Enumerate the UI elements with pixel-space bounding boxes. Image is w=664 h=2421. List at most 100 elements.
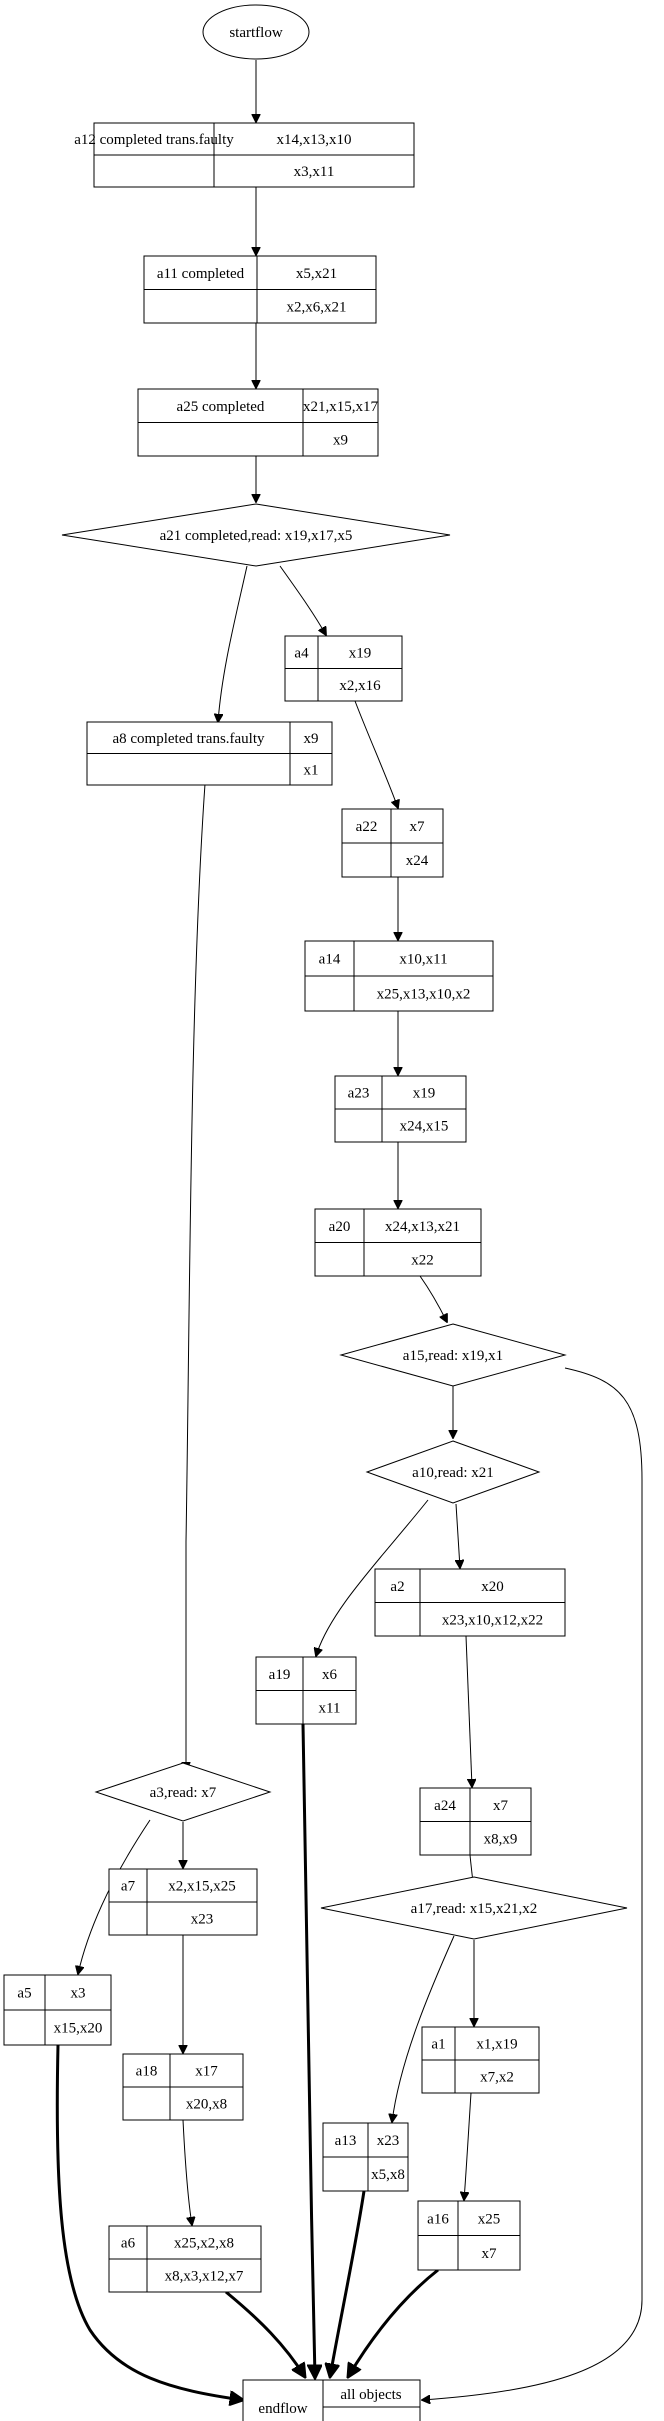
- node-outputs-a23: x24,x15: [400, 1119, 449, 1135]
- node-inputs-a8: x9: [304, 731, 319, 747]
- node-outputs-a11: x2,x6,x21: [287, 299, 347, 315]
- node-outputs-a25: x9: [333, 432, 348, 448]
- node-a2[interactable]: a2 x20 x23,x10,x12,x22: [374, 1568, 566, 1637]
- edge-a18-a6: [182, 2119, 192, 2225]
- node-inputs-a25: x21,x15,x17: [303, 399, 379, 415]
- node-inputs-a5: x3: [71, 1986, 86, 2002]
- node-outputs-a16: x7: [482, 2246, 498, 2262]
- node-a22[interactable]: a22 x7 x24: [341, 808, 444, 878]
- node-name-a8: a8 completed trans.faulty: [112, 731, 265, 747]
- node-inputs-a23: x19: [413, 1086, 436, 1102]
- endflow-label: endflow: [258, 2401, 307, 2417]
- node-outputs-a4: x2,x16: [339, 678, 381, 694]
- node-outputs-a22: x24: [406, 853, 429, 869]
- decision-label-a17: a17,read: x15,x21,x2: [411, 1901, 538, 1917]
- node-a19[interactable]: a19 x6 x11: [255, 1656, 357, 1725]
- edge-a10-a2: [456, 1503, 460, 1568]
- decision-a3[interactable]: a3,read: x7: [94, 1762, 272, 1822]
- edge-a6-endflow: [225, 2290, 305, 2377]
- node-name-a24: a24: [434, 1798, 456, 1814]
- node-inputs-a1: x1,x19: [476, 2037, 517, 2053]
- node-a11[interactable]: a11 completed x5,x21 x2,x6,x21: [143, 255, 377, 324]
- node-outputs-a5: x15,x20: [54, 2021, 103, 2037]
- node-name-a22: a22: [356, 819, 378, 835]
- node-name-a4: a4: [294, 645, 309, 661]
- node-outputs-a19: x11: [319, 1700, 341, 1716]
- node-inputs-a22: x7: [410, 819, 426, 835]
- node-name-a12: a12 completed trans.faulty: [74, 132, 234, 148]
- edge-a17-a13: [392, 1935, 455, 2122]
- node-a6[interactable]: a6 x25,x2,x8 x8,x3,x12,x7: [108, 2225, 262, 2293]
- node-outputs-a12: x3,x11: [294, 164, 335, 180]
- node-name-a14: a14: [319, 952, 341, 968]
- node-name-a23: a23: [348, 1086, 370, 1102]
- node-a24[interactable]: a24 x7 x8,x9: [419, 1787, 532, 1856]
- node-inputs-a6: x25,x2,x8: [174, 2236, 234, 2252]
- edge-a2-a24: [465, 1635, 472, 1787]
- edge-a20-a15: [419, 1275, 447, 1322]
- edge-a21-a8: [218, 565, 248, 722]
- node-outputs-a1: x7,x2: [480, 2070, 514, 2086]
- node-name-a7: a7: [121, 1879, 136, 1895]
- end-node[interactable]: endflow all objects: [242, 2379, 421, 2421]
- decision-label-a10: a10,read: x21: [412, 1465, 494, 1481]
- node-a25[interactable]: a25 completed x21,x15,x17 x9: [137, 388, 379, 457]
- node-name-a25: a25 completed: [177, 399, 265, 415]
- edge-a5-endflow: [55, 2044, 243, 2400]
- decision-a15[interactable]: a15,read: x19,x1: [339, 1323, 567, 1387]
- node-name-a1: a1: [431, 2037, 445, 2053]
- node-inputs-a18: x17: [195, 2064, 218, 2080]
- edge-a10-a19: [316, 1499, 429, 1656]
- node-a16[interactable]: a16 x25 x7: [417, 2200, 521, 2271]
- node-a1[interactable]: a1 x1,x19 x7,x2: [421, 2026, 540, 2094]
- node-name-a19: a19: [269, 1667, 291, 1683]
- node-inputs-a12: x14,x13,x10: [277, 132, 352, 148]
- node-inputs-a4: x19: [349, 645, 372, 661]
- node-outputs-a7: x23: [191, 1912, 214, 1928]
- edge-a8-a3: [186, 783, 206, 1770]
- node-inputs-a13: x23: [377, 2133, 400, 2149]
- edge-a16-endflow: [348, 2268, 439, 2377]
- node-outputs-a24: x8,x9: [484, 1831, 518, 1847]
- node-outputs-a13: x5,x8: [371, 2167, 405, 2183]
- node-outputs-a2: x23,x10,x12,x22: [442, 1612, 543, 1628]
- decision-label-a3: a3,read: x7: [150, 1785, 217, 1801]
- node-inputs-a16: x25: [478, 2211, 501, 2227]
- start-node[interactable]: startflow: [202, 4, 310, 60]
- node-outputs-a8: x1: [304, 762, 319, 778]
- decision-a21[interactable]: a21 completed,read: x19,x17,x5: [61, 503, 451, 567]
- node-name-a2: a2: [390, 1579, 404, 1595]
- decision-label-a15: a15,read: x19,x1: [403, 1348, 503, 1364]
- node-a8[interactable]: a8 completed trans.faulty x9 x1: [86, 721, 333, 786]
- node-a23[interactable]: a23 x19 x24,x15: [334, 1075, 467, 1143]
- edge-a21-a4: [279, 565, 326, 635]
- node-inputs-a20: x24,x13,x21: [385, 1219, 460, 1235]
- node-name-a18: a18: [136, 2064, 158, 2080]
- node-a4[interactable]: a4 x19 x2,x16: [284, 635, 403, 702]
- edge-a19-endflow: [301, 1723, 315, 2378]
- node-inputs-a2: x20: [481, 1579, 504, 1595]
- decision-a10[interactable]: a10,read: x21: [365, 1440, 541, 1504]
- node-inputs-a11: x5,x21: [296, 266, 337, 282]
- edges: [55, 60, 643, 2400]
- decision-a17[interactable]: a17,read: x15,x21,x2: [320, 1876, 628, 1940]
- node-a12[interactable]: a12 completed trans.faulty x14,x13,x10 x3,…: [74, 122, 415, 188]
- node-inputs-a24: x7: [493, 1798, 509, 1814]
- node-name-a11: a11 completed: [157, 266, 245, 282]
- node-inputs-a14: x10,x11: [399, 952, 447, 968]
- node-outputs-a6: x8,x3,x12,x7: [165, 2269, 244, 2285]
- edge-a1-a16: [464, 2092, 472, 2200]
- edge-a15-endflow: [422, 1367, 643, 2400]
- edge-a4-a22: [354, 700, 398, 808]
- node-name-a6: a6: [121, 2236, 136, 2252]
- node-name-a16: a16: [427, 2211, 449, 2227]
- edge-a13-endflow: [330, 2190, 366, 2377]
- node-inputs-a19: x6: [322, 1667, 338, 1683]
